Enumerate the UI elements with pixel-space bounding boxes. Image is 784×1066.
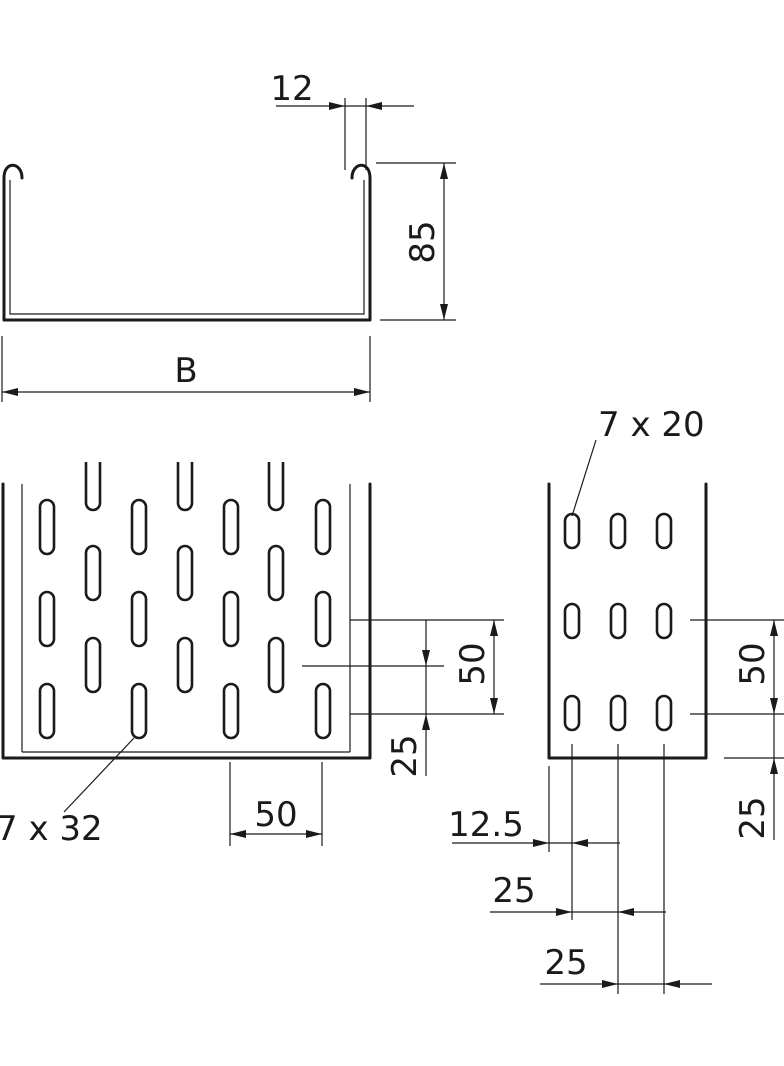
tray-profile: 12 85 B bbox=[1, 69, 456, 402]
side-row-pitch-label: 50 bbox=[733, 642, 773, 685]
slot-7x32 bbox=[267, 636, 285, 694]
slot-7x20 bbox=[563, 512, 581, 550]
height-dimension: 85 bbox=[376, 162, 456, 321]
side-first-offset-label: 12.5 bbox=[448, 805, 524, 845]
slot-7x20 bbox=[655, 602, 673, 640]
slot-7x20 bbox=[609, 694, 627, 732]
slot-7x32 bbox=[38, 590, 56, 648]
slot-7x32 bbox=[314, 498, 332, 556]
lip-width-label: 12 bbox=[270, 69, 313, 109]
side-column-dimensions: 12.5 25 25 bbox=[448, 744, 712, 994]
slot-7x32 bbox=[38, 498, 56, 556]
bottom-column-pitch-label: 50 bbox=[254, 795, 297, 835]
slot-7x32 bbox=[267, 544, 285, 602]
side-row-dimensions: 50 25 bbox=[690, 619, 784, 840]
slot-7x32 bbox=[130, 498, 148, 556]
slot-7x20 bbox=[609, 512, 627, 550]
bottom-column-dimension: 50 bbox=[229, 762, 323, 846]
bottom-row-dimensions: 50 25 bbox=[302, 619, 504, 778]
height-label: 85 bbox=[403, 220, 443, 263]
tray-inner-wall bbox=[9, 180, 365, 315]
edge-slot bbox=[267, 462, 285, 512]
slot-7x32 bbox=[314, 682, 332, 740]
slot-7x32 bbox=[84, 636, 102, 694]
side-view-outline bbox=[547, 482, 708, 760]
side-column-pitch-2-label: 25 bbox=[544, 943, 587, 983]
slot-7x20 bbox=[563, 602, 581, 640]
slot-7x32 bbox=[84, 544, 102, 602]
bottom-view-outline bbox=[1, 482, 372, 760]
slot-7x20 bbox=[655, 694, 673, 732]
slot-7x32 bbox=[222, 590, 240, 648]
slot-7x32 bbox=[222, 498, 240, 556]
width-dimension: B bbox=[1, 336, 371, 402]
side-view: 7 x 20 50 25 12.5 25 bbox=[448, 405, 784, 994]
slot-7x32 bbox=[38, 682, 56, 740]
slot-7x32 bbox=[130, 590, 148, 648]
edge-slot bbox=[176, 462, 194, 512]
slot-7x32 bbox=[176, 636, 194, 694]
slot-7x20 bbox=[655, 512, 673, 550]
width-label: B bbox=[174, 351, 197, 391]
slot-7x32 bbox=[130, 682, 148, 740]
bottom-edge-offset-label: 25 bbox=[385, 734, 425, 777]
side-column-pitch-1-label: 25 bbox=[492, 871, 535, 911]
bottom-row-pitch-label: 50 bbox=[453, 642, 493, 685]
slot-7x20 bbox=[563, 694, 581, 732]
edge-slot bbox=[84, 462, 102, 512]
bottom-view: 7 x 32 50 25 50 bbox=[0, 462, 504, 849]
lip-width-dimension: 12 bbox=[270, 69, 414, 170]
bottom-slot-size-label: 7 x 32 bbox=[0, 809, 103, 849]
slot-7x32 bbox=[222, 682, 240, 740]
slot-7x32 bbox=[314, 590, 332, 648]
slot-7x20 bbox=[609, 602, 627, 640]
tray-cross-section bbox=[2, 163, 372, 322]
slot-7x32 bbox=[176, 544, 194, 602]
side-edge-offset-label: 25 bbox=[733, 796, 773, 839]
side-slot-size-label: 7 x 20 bbox=[598, 405, 705, 445]
